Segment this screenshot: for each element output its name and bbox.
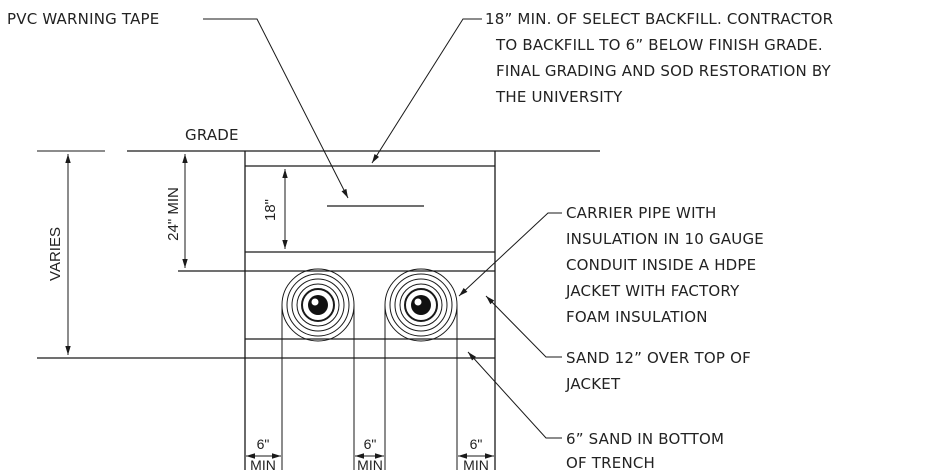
carrier-pipe-left: [281, 268, 355, 342]
pvc-tape-leader: [203, 18, 349, 199]
svg-text:FINAL GRADING AND SOD RESTORAT: FINAL GRADING AND SOD RESTORATION BY: [496, 62, 832, 80]
grade-label: GRADE: [185, 126, 239, 144]
svg-text:OF TRENCH: OF TRENCH: [566, 454, 655, 472]
sand-top-leader: [485, 295, 562, 358]
backfill-note: 18” MIN. OF SELECT BACKFILL. CONTRACTOR …: [485, 10, 833, 106]
carrier-pipe-note: CARRIER PIPE WITH INSULATION IN 10 GAUGE…: [565, 204, 764, 326]
svg-text:THE UNIVERSITY: THE UNIVERSITY: [495, 88, 623, 106]
svg-text:CONDUIT INSIDE A HDPE: CONDUIT INSIDE A HDPE: [566, 256, 756, 274]
spacing-mid-min: MIN: [357, 457, 383, 473]
spacing-right-value: 6": [470, 436, 483, 452]
svg-text:JACKET: JACKET: [565, 375, 621, 393]
d18-label: 18": [262, 199, 279, 221]
svg-text:SAND 12” OVER TOP OF: SAND 12” OVER TOP OF: [566, 349, 751, 367]
svg-text:JACKET WITH FACTORY: JACKET WITH FACTORY: [565, 282, 740, 300]
varies-label: VARIES: [47, 227, 64, 281]
carrier-pipe-right: [384, 268, 458, 342]
pvc-tape-label: PVC WARNING TAPE: [7, 10, 159, 28]
svg-text:CARRIER PIPE WITH: CARRIER PIPE WITH: [566, 204, 717, 222]
spacing-left-value: 6": [257, 436, 270, 452]
sand-bottom-leader: [467, 351, 562, 439]
svg-text:TO BACKFILL TO 6” BELOW FINISH: TO BACKFILL TO 6” BELOW FINISH GRADE.: [495, 36, 823, 54]
spacing-left-min: MIN: [250, 457, 276, 473]
spacing-mid-value: 6": [364, 436, 377, 452]
backfill-leader: [371, 18, 482, 164]
svg-text:18” MIN. OF SELECT BACKFILL. C: 18” MIN. OF SELECT BACKFILL. CONTRACTOR: [485, 10, 833, 28]
carrier-pipe-leader: [458, 212, 562, 297]
min24-label: 24" MIN: [165, 187, 182, 241]
sand-top-note: SAND 12” OVER TOP OF JACKET: [565, 349, 751, 393]
spacing-right-min: MIN: [463, 457, 489, 473]
sand-bottom-note: 6” SAND IN BOTTOM OF TRENCH: [566, 430, 724, 472]
svg-text:INSULATION IN 10 GAUGE: INSULATION IN 10 GAUGE: [566, 230, 764, 248]
svg-text:6” SAND IN BOTTOM: 6” SAND IN BOTTOM: [566, 430, 724, 448]
svg-text:FOAM INSULATION: FOAM INSULATION: [566, 308, 708, 326]
